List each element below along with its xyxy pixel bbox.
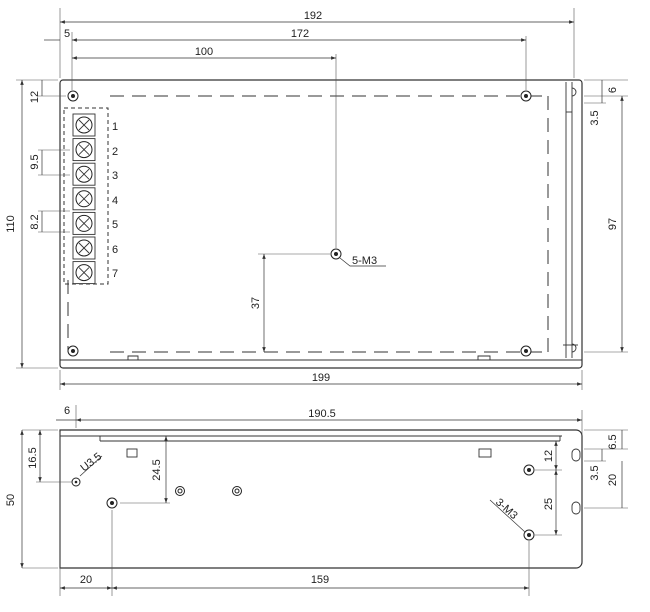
dim-6-side: 6	[64, 405, 70, 417]
terminal-screw	[72, 211, 96, 235]
mounting-hole	[523, 529, 535, 541]
terminal-block	[63, 107, 109, 285]
terminal-label-3: 3	[112, 170, 118, 182]
mounting-hole	[520, 90, 532, 102]
right-flange	[563, 82, 578, 358]
vent-slot-right	[478, 448, 492, 458]
dim-9-5: 9.5	[29, 154, 41, 169]
dim-24-5: 24.5	[151, 459, 163, 480]
dim-159: 159	[311, 574, 329, 586]
top-view-outline	[59, 79, 583, 369]
callout-u3-5: U3.5	[78, 451, 104, 475]
dim-3-5: 3.5	[589, 110, 601, 125]
side-view: U3.5 3-M3 6 190.5 50 16.5 24.5 20	[5, 405, 628, 596]
vent-slot-left	[126, 448, 138, 458]
bottom-tab-right	[477, 355, 491, 360]
side-slot	[571, 448, 581, 515]
dim-12-side: 12	[543, 450, 555, 462]
callout-5-m3: 5-M3	[352, 255, 377, 267]
mounting-hole	[67, 345, 79, 357]
mounting-hole-center	[330, 248, 342, 260]
slot-hole	[71, 477, 81, 487]
terminal-label-6: 6	[112, 244, 118, 256]
dim-192: 192	[304, 10, 322, 22]
dim-6-5: 6.5	[607, 434, 619, 449]
dim-6: 6	[607, 87, 619, 93]
terminal-label-5: 5	[112, 219, 118, 231]
dim-5: 5	[64, 28, 70, 40]
vent-hole	[175, 486, 185, 496]
terminal-screw	[72, 236, 96, 260]
callout-3-m3: 3-M3	[493, 496, 520, 522]
bottom-tab-left	[127, 355, 139, 360]
dim-100: 100	[195, 46, 213, 58]
terminal-label-1: 1	[112, 121, 118, 133]
vent-hole	[232, 486, 242, 496]
mounting-hole	[67, 90, 79, 102]
dim-12: 12	[29, 91, 41, 103]
dim-110: 110	[5, 215, 17, 233]
dim-16-5: 16.5	[27, 447, 39, 468]
dim-37: 37	[250, 297, 262, 309]
terminal-label-4: 4	[112, 195, 118, 207]
top-view: 1 2 3 4 5 6 7 5-M3 192	[5, 8, 628, 390]
dim-20-side: 20	[607, 474, 619, 486]
dim-20-bottom: 20	[80, 574, 92, 586]
terminal-label-2: 2	[112, 146, 118, 158]
terminal-screw	[72, 261, 96, 285]
mounting-hole	[523, 464, 535, 476]
dim-8-2: 8.2	[29, 214, 41, 229]
terminal-screw	[72, 162, 96, 186]
mounting-hole	[106, 497, 118, 509]
terminal-screw	[72, 138, 96, 162]
dim-172: 172	[291, 28, 309, 40]
terminal-label-7: 7	[112, 268, 118, 280]
terminal-screw	[72, 113, 96, 137]
mounting-hole	[520, 345, 532, 357]
internal-outline	[67, 95, 549, 353]
dim-50: 50	[5, 494, 17, 506]
dim-190-5: 190.5	[308, 408, 336, 420]
terminal-screw	[72, 187, 96, 211]
dim-25: 25	[543, 498, 555, 510]
dim-199: 199	[312, 372, 330, 384]
dim-3-5-side: 3.5	[589, 465, 601, 480]
dim-97: 97	[607, 218, 619, 230]
side-view-outline	[59, 429, 583, 569]
